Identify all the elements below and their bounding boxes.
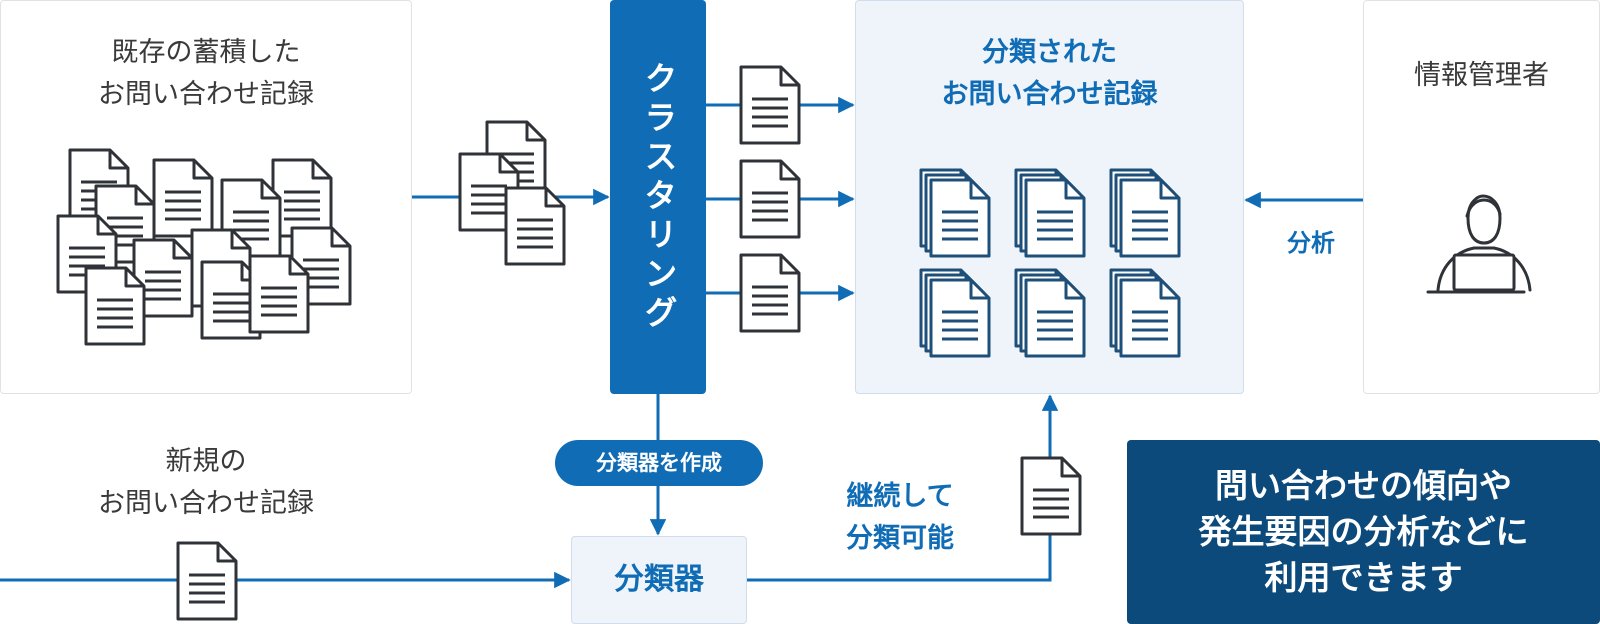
conclusion-box: 問い合わせの傾向や 発生要因の分析などに 利用できます — [1127, 440, 1600, 624]
document-icon — [739, 65, 801, 145]
classified-records-line1: 分類された — [982, 37, 1117, 68]
continuous-line1: 継続して — [846, 481, 954, 512]
classified-records-line2: お問い合わせ記録 — [941, 79, 1158, 110]
classified-stack-icons — [921, 170, 1179, 356]
classifier-box: 分類器 — [571, 536, 747, 624]
input-documents-icon — [458, 120, 566, 266]
conclusion-line2: 発生要因の分析などに — [1198, 512, 1529, 551]
document-icon — [739, 253, 801, 333]
new-records-line1: 新規の — [165, 446, 247, 477]
analysis-label: 分析 — [1287, 229, 1335, 257]
create-classifier-pill: 分類器を作成 — [555, 440, 763, 486]
new-records-label: 新規の お問い合わせ記録 — [0, 441, 412, 525]
person-laptop-icon — [1426, 194, 1532, 294]
classified-records-label: 分類された お問い合わせ記録 — [855, 32, 1244, 116]
conclusion-line3: 利用できます — [1264, 558, 1463, 597]
continuous-line2: 分類可能 — [846, 523, 954, 554]
existing-document-pile-icon — [56, 148, 352, 346]
clustering-label: クラスタリング — [639, 60, 678, 334]
existing-records-label: 既存の蓄積した お問い合わせ記録 — [0, 32, 412, 116]
conclusion-line1: 問い合わせの傾向や — [1215, 466, 1512, 505]
info-manager-label: 情報管理者 — [1414, 60, 1549, 91]
existing-records-line1: 既存の蓄積した — [111, 37, 301, 68]
existing-records-line2: お問い合わせ記録 — [98, 79, 314, 110]
clustering-bar: クラスタリング — [610, 0, 706, 394]
continuous-label: 継続して 分類可能 — [800, 476, 1000, 560]
new-document-icon — [176, 541, 238, 621]
continuous-document-icon — [1020, 456, 1082, 536]
new-records-line2: お問い合わせ記録 — [98, 488, 314, 519]
document-icon — [739, 159, 801, 239]
